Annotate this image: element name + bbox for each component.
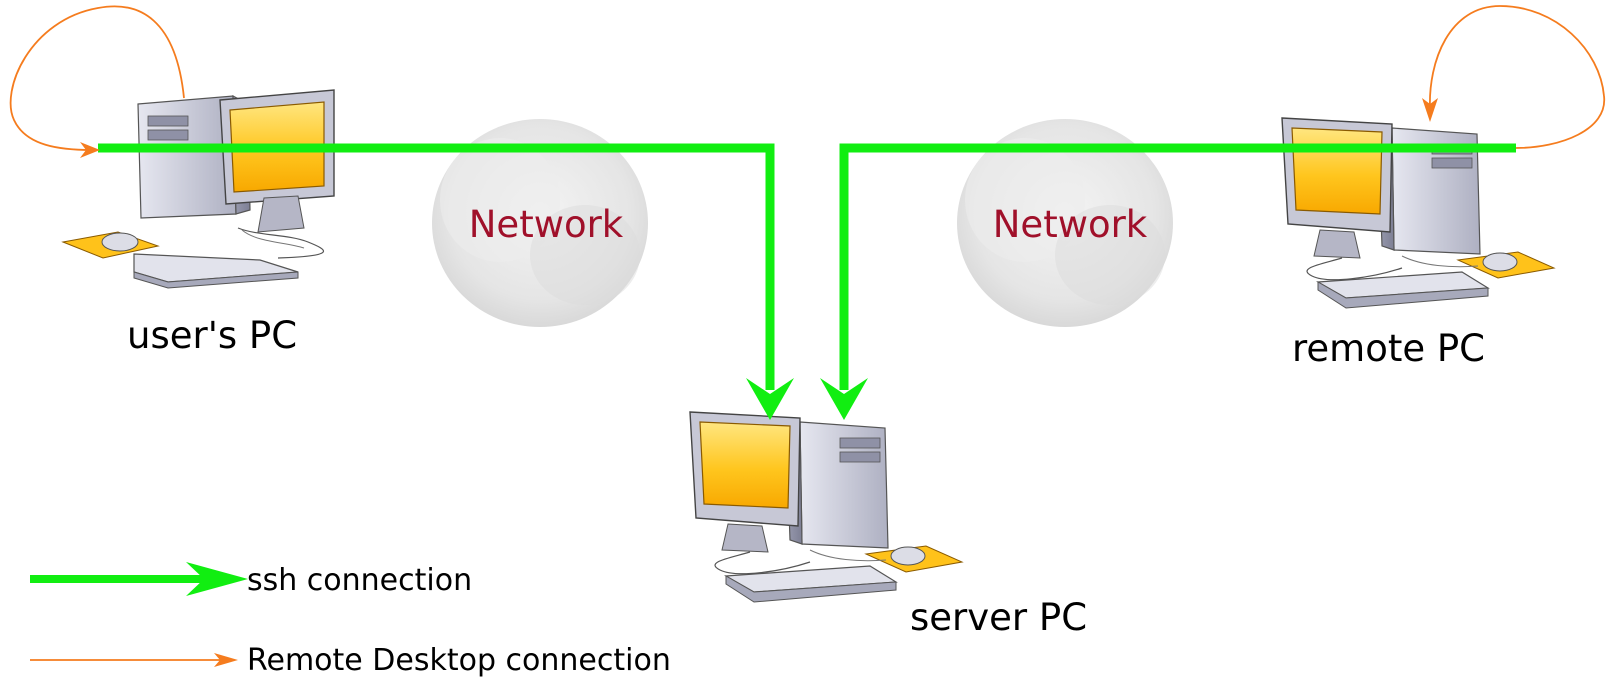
arrowhead-icon [820,378,868,420]
cloud-icon [957,119,1173,327]
arrowhead-icon [746,378,794,420]
server-pc-label: server PC [910,596,1087,639]
legend-ssh-label: ssh connection [247,563,472,598]
arrowhead-icon [214,653,238,667]
server-pc: server PC [689,411,1087,639]
remote-pc-label: remote PC [1292,327,1485,370]
ssh-connection-user-to-server [98,143,794,420]
legend: ssh connection Remote Desktop connection [30,562,671,678]
network-label-left: Network [469,203,624,246]
desktop-computer-icon [689,411,963,603]
network-cloud-left: Network [432,119,648,327]
cloud-icon [432,119,648,327]
legend-ssh-swatch [30,562,248,596]
user-pc-label: user's PC [127,314,297,357]
network-label-right: Network [993,203,1148,246]
legend-rdp-swatch [30,653,238,667]
ssh-connection-remote-to-server [820,143,1516,420]
desktop-computer-icon [62,89,335,289]
arrowhead-icon [80,142,100,158]
arrowhead-icon [186,562,248,596]
rdp-loop-user-pc [9,5,185,158]
legend-rdp-label: Remote Desktop connection [247,643,671,678]
arrowhead-icon [1422,98,1438,122]
remote-pc: remote PC [1281,117,1555,370]
network-cloud-right: Network [957,119,1173,327]
rdp-loop-remote-pc [1422,5,1605,149]
user-pc: user's PC [62,89,335,357]
